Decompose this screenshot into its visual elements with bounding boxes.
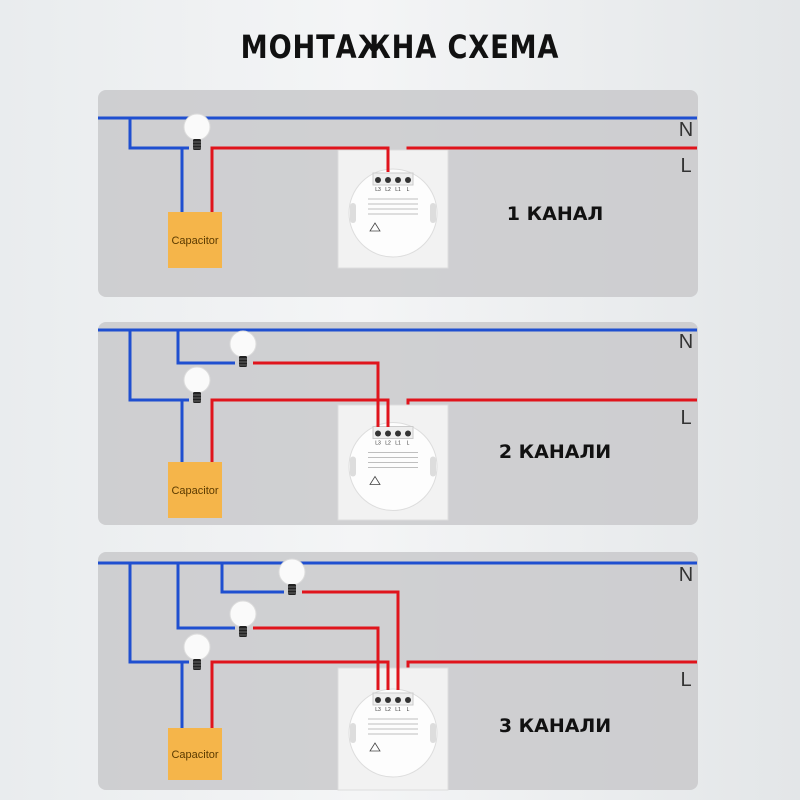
terminal-label: L3 — [375, 707, 381, 713]
clip-left — [350, 203, 356, 223]
clip-left — [350, 456, 356, 477]
bulb-glass — [229, 600, 257, 628]
neutral-branch-wire — [128, 563, 189, 664]
bulb-icon — [183, 366, 211, 403]
warning-icon — [369, 742, 381, 752]
terminal-label: L2 — [385, 441, 391, 447]
live-label: L — [680, 669, 691, 691]
terminal-screw — [395, 430, 401, 437]
neutral-label: N — [679, 119, 693, 141]
terminal-screw — [395, 697, 401, 703]
switched-live-wire — [210, 398, 390, 462]
clip-right — [430, 723, 436, 743]
bulb-glass — [229, 330, 257, 358]
terminal-screw — [405, 430, 411, 437]
terminal-screw — [385, 177, 391, 183]
channel-label: 3 КАНАЛИ — [499, 715, 611, 737]
neutral-branch-wire — [220, 563, 284, 594]
switch-module — [348, 422, 438, 511]
panel-2: L3 L2 L1 L Capacitor N L 2 КАНАЛИ — [98, 322, 698, 525]
switch-module — [348, 688, 438, 778]
switched-live-wire — [253, 361, 380, 427]
bulb-icon — [229, 600, 257, 637]
neutral-branch-wire — [176, 563, 235, 630]
bulb-icon — [183, 113, 211, 150]
smart-switch: L3 L2 L1 L — [337, 667, 449, 791]
switched-live-wire — [253, 626, 380, 690]
channel-label: 1 КАНАЛ — [507, 203, 603, 225]
warning-icon — [369, 475, 381, 485]
switched-live-wire — [302, 590, 400, 690]
smart-switch: L3 L2 L1 L — [337, 149, 449, 269]
terminal-screw — [395, 177, 401, 183]
capacitor-label: Capacitor — [171, 235, 218, 247]
terminal-block — [372, 692, 414, 706]
neutral-branch-wire — [176, 330, 235, 365]
terminal-label: L1 — [395, 441, 401, 447]
live-label: L — [680, 155, 691, 177]
bulb-glass — [183, 633, 211, 661]
clip-right — [430, 456, 436, 477]
bulb-glass — [183, 366, 211, 394]
terminal-label: L3 — [375, 441, 381, 447]
terminal-screw — [375, 430, 381, 437]
page-title: МОНТАЖНА СХЕМА — [240, 28, 560, 66]
neutral-branch-wire — [128, 118, 189, 150]
neutral-branch-wire — [128, 330, 189, 402]
terminal-screw — [405, 177, 411, 183]
terminal-block — [372, 172, 414, 186]
bulb-icon — [229, 330, 257, 367]
terminal-screw — [375, 697, 381, 703]
switched-live-wire — [210, 146, 390, 212]
terminal-screw — [385, 697, 391, 703]
clip-right — [430, 203, 436, 223]
terminal-label: L — [407, 187, 410, 193]
bulb-icon — [183, 633, 211, 670]
capacitor-label: Capacitor — [171, 485, 218, 497]
terminal-screw — [405, 697, 411, 703]
clip-left — [350, 723, 356, 743]
terminal-label: L3 — [375, 187, 381, 193]
terminal-label: L — [407, 707, 410, 713]
capacitor-label: Capacitor — [171, 749, 218, 761]
smart-switch: L3 L2 L1 L — [337, 404, 449, 521]
terminal-screw — [375, 177, 381, 183]
channel-label: 2 КАНАЛИ — [499, 441, 611, 463]
terminal-label: L2 — [385, 187, 391, 193]
terminal-label: L — [407, 441, 410, 447]
terminal-label: L1 — [395, 187, 401, 193]
bulb-glass — [183, 113, 211, 141]
switched-live-wire — [210, 660, 390, 728]
bulb-icon — [278, 558, 306, 595]
switch-module — [348, 168, 438, 258]
terminal-label: L2 — [385, 707, 391, 713]
capacitor — [168, 728, 222, 780]
neutral-label: N — [679, 564, 693, 586]
warning-icon — [369, 222, 381, 232]
panel-3: L3 L2 L1 L Capacitor N L 3 КАНАЛИ — [98, 552, 698, 791]
capacitor — [168, 212, 222, 268]
neutral-label: N — [679, 331, 693, 353]
capacitor — [168, 462, 222, 518]
terminal-block — [372, 426, 414, 439]
terminal-label: L1 — [395, 707, 401, 713]
bulb-glass — [278, 558, 306, 586]
live-label: L — [680, 407, 691, 429]
terminal-screw — [385, 430, 391, 437]
